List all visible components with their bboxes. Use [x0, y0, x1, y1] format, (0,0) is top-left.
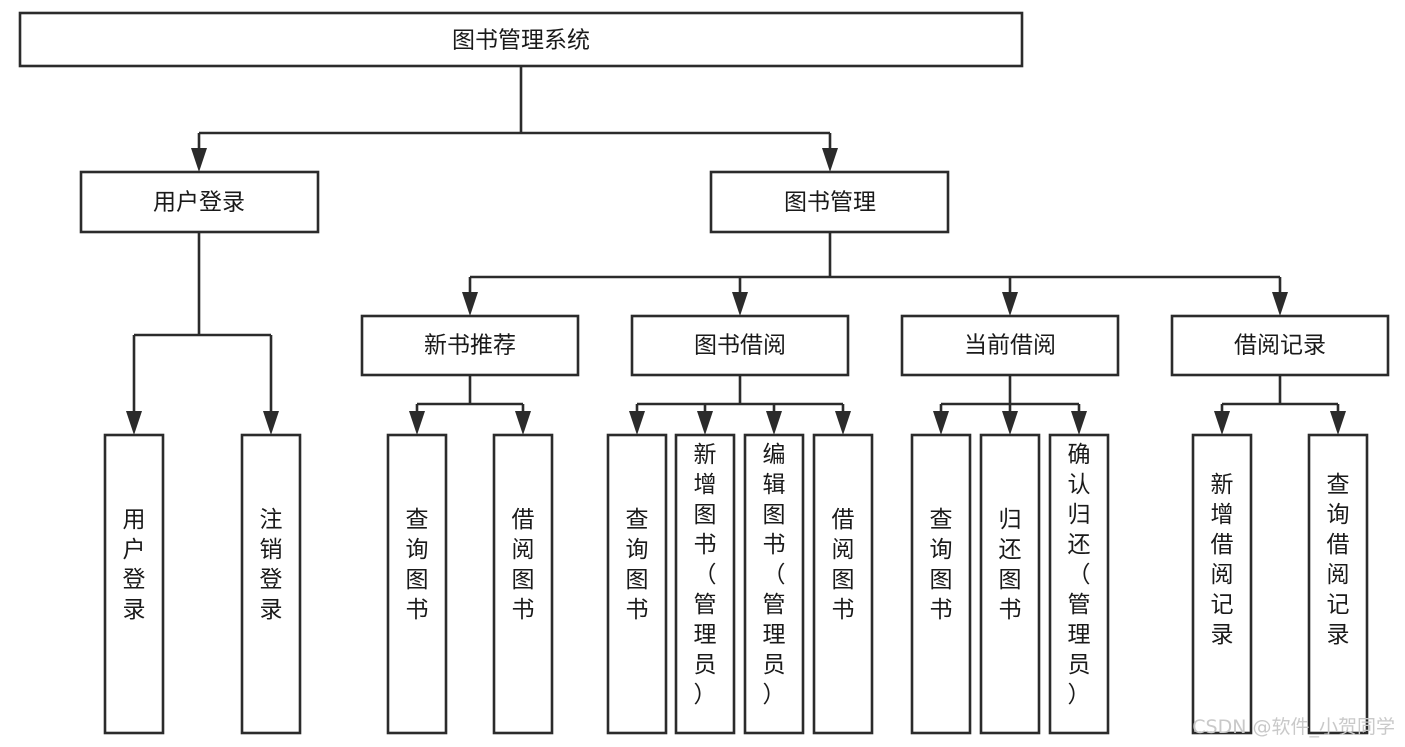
- node-leaf-return-book[interactable]: 归还图书: [979, 433, 1041, 735]
- node-leaf-query-book-3[interactable]: 查询图书: [910, 433, 972, 735]
- arrowhead-to-leaf-borrow-book-1: [515, 411, 531, 435]
- arrowhead-to-newbook: [462, 292, 478, 316]
- node-leaf-user-logout[interactable]: 注销登录: [240, 433, 302, 735]
- node-leaf-borrow-book-2[interactable]: 借阅图书: [812, 433, 874, 735]
- connector-bookmgmt-to-level3: [468, 232, 1282, 304]
- connector-root-to-level2: [197, 66, 832, 160]
- arrowhead-to-borrow: [732, 292, 748, 316]
- node-borrow[interactable]: 图书借阅: [630, 314, 850, 377]
- node-leaf-query-book-1[interactable]: 查询图书: [386, 433, 448, 735]
- node-bookmgmt-box[interactable]: [709, 170, 950, 234]
- node-login-label: 用户登录: [153, 190, 245, 216]
- node-leaf-query-record-label: 查询借阅记录: [1327, 472, 1350, 648]
- node-leaf-add-book-box[interactable]: [674, 433, 736, 735]
- node-borrow-box[interactable]: [630, 314, 850, 377]
- node-leaf-query-book-2-label: 查询图书: [626, 507, 649, 623]
- node-newbook-box[interactable]: [360, 314, 580, 377]
- node-leaf-add-record-box[interactable]: [1191, 433, 1253, 735]
- node-leaf-query-book-2[interactable]: 查询图书: [606, 433, 668, 735]
- node-current-box[interactable]: [900, 314, 1120, 377]
- node-leaf-borrow-book-1-box[interactable]: [492, 433, 554, 735]
- arrowhead-to-leaf-user-logout: [263, 411, 279, 435]
- arrowhead-to-records: [1272, 292, 1288, 316]
- node-leaf-query-record[interactable]: 查询借阅记录: [1307, 433, 1369, 735]
- arrowhead-to-leaf-query-book-1: [409, 411, 425, 435]
- node-leaf-user-logout-box[interactable]: [240, 433, 302, 735]
- node-login-box[interactable]: [79, 170, 320, 234]
- arrowhead-to-leaf-add-book: [697, 411, 713, 435]
- node-leaf-user-login[interactable]: 用户登录: [103, 433, 165, 735]
- node-leaf-edit-book-label: 编辑图书（管理员）: [763, 442, 786, 708]
- arrowhead-to-leaf-add-record: [1214, 411, 1230, 435]
- connector-newbook-to-leaves: [415, 375, 525, 423]
- node-leaf-add-record-label: 新增借阅记录: [1211, 472, 1234, 648]
- node-bookmgmt-label: 图书管理: [784, 190, 876, 216]
- node-leaf-return-book-label: 归还图书: [999, 507, 1022, 623]
- node-newbook[interactable]: 新书推荐: [360, 314, 580, 377]
- node-root-box[interactable]: [18, 11, 1024, 68]
- node-login[interactable]: 用户登录: [79, 170, 320, 234]
- node-leaf-query-book-3-label: 查询图书: [930, 507, 953, 623]
- arrowhead-to-leaf-confirm-return: [1071, 411, 1087, 435]
- arrowhead-to-leaf-query-record: [1330, 411, 1346, 435]
- node-leaf-borrow-book-2-label: 借阅图书: [832, 507, 855, 623]
- arrowhead-to-current: [1002, 292, 1018, 316]
- node-root[interactable]: 图书管理系统: [18, 11, 1024, 68]
- connector-login-to-leaves: [132, 232, 273, 423]
- node-borrow-label: 图书借阅: [694, 333, 786, 359]
- node-leaf-confirm-return[interactable]: 确认归还（管理员）: [1048, 433, 1110, 735]
- node-current-label: 当前借阅: [964, 333, 1056, 359]
- node-leaf-query-book-1-box[interactable]: [386, 433, 448, 735]
- arrowhead-to-leaf-edit-book: [766, 411, 782, 435]
- arrowhead-to-login: [191, 148, 207, 172]
- node-leaf-query-book-1-label: 查询图书: [406, 507, 429, 623]
- node-leaf-confirm-return-label: 确认归还（管理员）: [1068, 442, 1091, 708]
- node-newbook-label: 新书推荐: [424, 333, 516, 359]
- arrowhead-to-leaf-user-login: [126, 411, 142, 435]
- node-leaf-borrow-book-1-label: 借阅图书: [512, 507, 535, 623]
- node-leaf-add-book-label: 新增图书（管理员）: [694, 442, 717, 708]
- node-leaf-query-book-3-box[interactable]: [910, 433, 972, 735]
- node-records-label: 借阅记录: [1234, 333, 1326, 359]
- csdn-watermark: CSDN @软件_小贺同学: [1192, 716, 1395, 738]
- node-leaf-query-record-box[interactable]: [1307, 433, 1369, 735]
- arrowhead-to-leaf-query-book-3: [933, 411, 949, 435]
- node-leaf-edit-book-box[interactable]: [743, 433, 805, 735]
- node-leaf-user-login-label: 用户登录: [123, 507, 146, 623]
- node-leaf-confirm-return-box[interactable]: [1048, 433, 1110, 735]
- node-leaf-return-book-box[interactable]: [979, 433, 1041, 735]
- node-leaf-query-book-2-box[interactable]: [606, 433, 668, 735]
- arrowhead-to-leaf-query-book-2: [629, 411, 645, 435]
- arrowhead-to-bookmgmt: [822, 148, 838, 172]
- node-leaf-user-login-box[interactable]: [103, 433, 165, 735]
- node-root-label: 图书管理系统: [452, 28, 590, 54]
- node-current[interactable]: 当前借阅: [900, 314, 1120, 377]
- connector-records-to-leaves: [1220, 375, 1340, 423]
- node-records-box[interactable]: [1170, 314, 1390, 377]
- node-bookmgmt[interactable]: 图书管理: [709, 170, 950, 234]
- node-leaf-add-record[interactable]: 新增借阅记录: [1191, 433, 1253, 735]
- node-records[interactable]: 借阅记录: [1170, 314, 1390, 377]
- connector-layer: [126, 66, 1346, 435]
- arrowhead-to-leaf-borrow-book-2: [835, 411, 851, 435]
- node-leaf-edit-book[interactable]: 编辑图书（管理员）: [743, 433, 805, 735]
- arrowhead-to-leaf-return-book: [1002, 411, 1018, 435]
- node-leaf-user-logout-label: 注销登录: [260, 507, 283, 623]
- node-leaf-borrow-book-2-box[interactable]: [812, 433, 874, 735]
- node-leaf-borrow-book-1[interactable]: 借阅图书: [492, 433, 554, 735]
- connector-borrow-to-leaves: [635, 375, 845, 423]
- node-leaf-add-book[interactable]: 新增图书（管理员）: [674, 433, 736, 735]
